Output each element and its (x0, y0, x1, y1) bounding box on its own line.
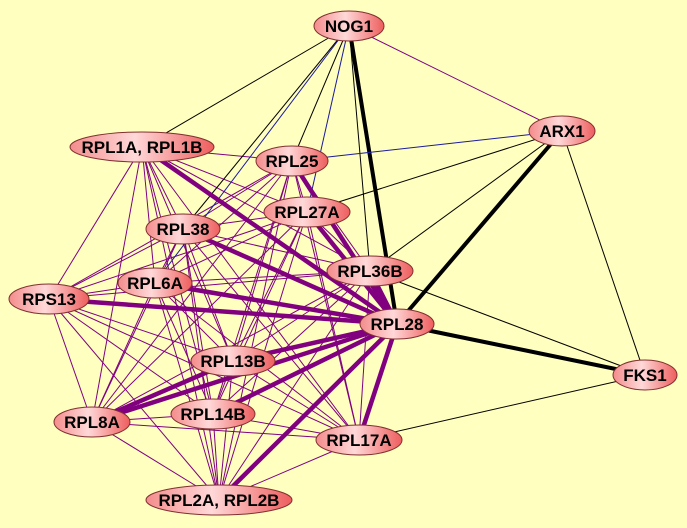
edge-rpl1a-rpl6a (141, 146, 156, 284)
edge-rpl27a-rpl13b (232, 211, 308, 362)
node-label: RPL36B (337, 262, 402, 281)
node-rpl2a[interactable]: RPL2A, RPL2B (145, 484, 293, 516)
node-label: RPL13B (200, 352, 265, 371)
edge-rpl36b-rps13 (48, 270, 371, 300)
edge-rpl36b-rpl14b (212, 270, 371, 415)
edge-fks1-rpl36b (369, 270, 646, 376)
edge-rpl1a-rpl36b (141, 146, 371, 272)
edge-arx1-rpl27a (306, 130, 563, 213)
edge-arx1-rpl25 (291, 130, 563, 162)
edge-rpl6a-rpl14b (154, 282, 214, 415)
node-label: RPL14B (180, 405, 245, 424)
edge-rpl25-rpl13b (232, 160, 293, 362)
node-shape (315, 424, 403, 456)
node-label: RPL6A (127, 274, 183, 293)
edge-rpl28-rpl2a (217, 322, 399, 502)
node-rpl8a[interactable]: RPL8A (53, 406, 131, 438)
node-rpl14b[interactable]: RPL14B (170, 398, 256, 430)
node-rpl27a[interactable]: RPL27A (263, 196, 351, 228)
node-label: RPL25 (266, 152, 319, 171)
edge-nog1-arx1 (348, 25, 563, 132)
edge-rpl28-rpl25 (290, 159, 399, 326)
edge-fks1-rpl17a (358, 374, 646, 441)
node-label: RPS13 (22, 290, 76, 309)
node-label: RPL27A (274, 203, 339, 222)
edge-nog1-rpl1a (141, 25, 350, 148)
node-shape (313, 10, 385, 42)
edge-rpl28-rpl38 (182, 226, 398, 327)
node-shape (190, 345, 276, 377)
node-rpl13b[interactable]: RPL13B (190, 345, 276, 377)
edge-arx1-rpl36b (369, 130, 563, 272)
node-rpl25[interactable]: RPL25 (255, 145, 329, 177)
edge-rpl8a-rpl17a (91, 421, 360, 441)
node-fks1[interactable]: FKS1 (612, 359, 678, 391)
node-shape (117, 267, 193, 299)
node-rpl1a[interactable]: RPL1A, RPL1B (69, 131, 215, 163)
edge-rps13-rpl2a (48, 298, 220, 501)
edge-rpl13b-rpl2a (218, 360, 234, 501)
edge-rps13-rpl14b (48, 298, 214, 415)
node-shape (8, 283, 90, 315)
node-rps13[interactable]: RPS13 (8, 283, 90, 315)
node-label: NOG1 (325, 17, 373, 36)
edge-rpl27a-rpl17a (306, 211, 360, 441)
edge-rpl36b-rpl2a (218, 270, 371, 501)
node-shape (326, 255, 414, 287)
edge-rpl25-rpl6a (154, 160, 293, 284)
node-label: RPL1A, RPL1B (82, 138, 203, 157)
edge-rpl28-rpl17a (356, 323, 400, 441)
node-shape (170, 398, 256, 430)
edge-rpl38-rpl8a (91, 228, 184, 423)
node-label: RPL38 (157, 220, 210, 239)
edge-fks1-rpl28 (396, 322, 646, 377)
edge-arx1-fks1 (561, 130, 646, 376)
node-shape (145, 213, 221, 245)
node-label: ARX1 (539, 122, 584, 141)
node-rpl17a[interactable]: RPL17A (315, 424, 403, 456)
node-shape (612, 359, 678, 391)
edge-nog1-rpl25 (291, 25, 350, 162)
edge-rpl28-rpl14b (212, 321, 398, 417)
edge-rpl28-rpl6a (154, 280, 398, 327)
edge-nog1-rpl27a (306, 25, 350, 213)
node-rpl28[interactable]: RPL28 (359, 308, 435, 340)
node-shape (528, 115, 596, 147)
node-shape (255, 145, 329, 177)
node-label: RPL17A (326, 431, 391, 450)
node-shape (53, 406, 131, 438)
node-label: FKS1 (623, 366, 666, 385)
edge-rpl38-rpl17a (182, 228, 360, 441)
edge-arx1-rpl28 (395, 129, 564, 326)
edge-rpl28-rps13 (48, 296, 398, 327)
edge-rpl27a-rps13 (48, 211, 308, 300)
edge-rpl1a-rpl2a (141, 146, 220, 501)
edge-rpl28-rpl1a (140, 145, 399, 326)
edge-nog1-rpl36b (348, 25, 371, 272)
node-shape (263, 196, 351, 228)
node-label: RPL8A (64, 413, 120, 432)
edge-rpl38-rpl13b (182, 228, 234, 362)
edge-rpl1a-rps13 (48, 146, 143, 300)
edge-rps13-rpl8a (48, 298, 93, 423)
node-label: RPL28 (371, 315, 424, 334)
node-rpl36b[interactable]: RPL36B (326, 255, 414, 287)
edge-rpl1a-rpl8a (91, 146, 143, 423)
node-shape (359, 308, 435, 340)
node-arx1[interactable]: ARX1 (528, 115, 596, 147)
node-label: RPL2A, RPL2B (159, 491, 280, 510)
node-shape (145, 484, 293, 516)
node-nog1[interactable]: NOG1 (313, 10, 385, 42)
node-shape (69, 131, 215, 163)
node-rpl6a[interactable]: RPL6A (117, 267, 193, 299)
node-rpl38[interactable]: RPL38 (145, 213, 221, 245)
